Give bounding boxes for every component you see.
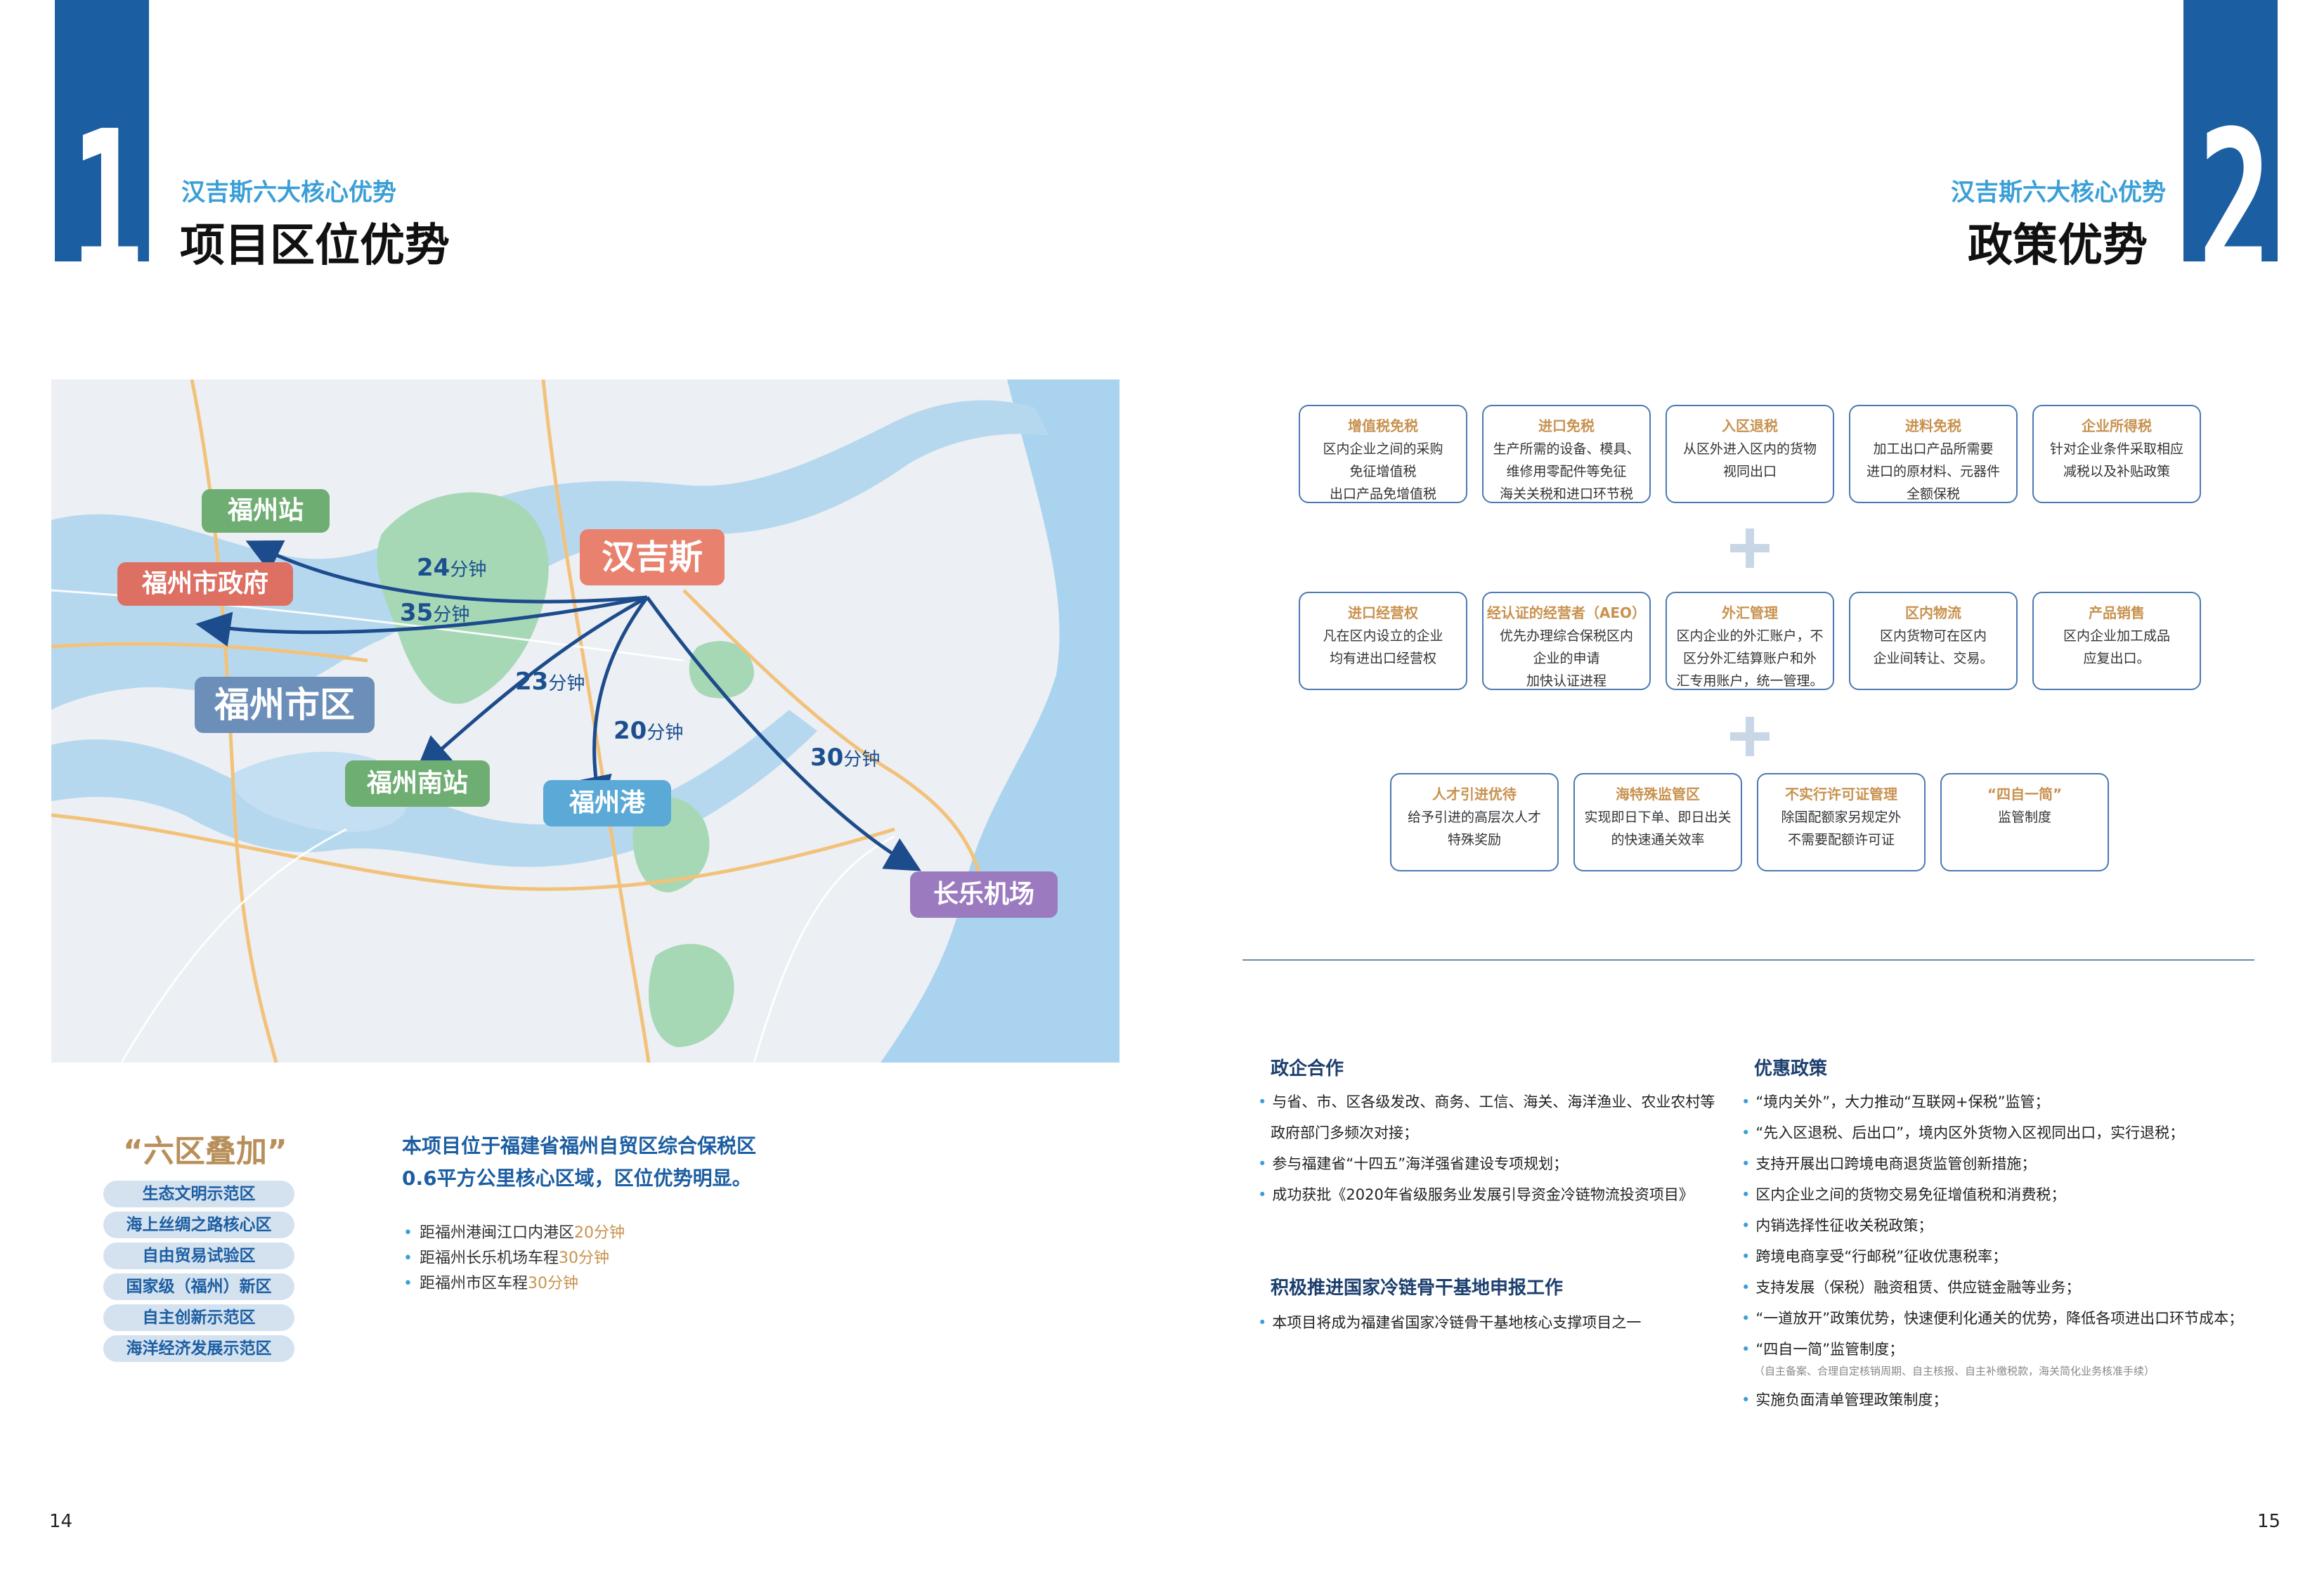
time-label-20: 20分钟 (614, 717, 684, 745)
pref-item: •支持开展出口跨境电商退货监管创新措施； (1741, 1155, 2037, 1172)
cold-chain-title: 积极推进国家冷链骨干基地申报工作 (1271, 1278, 1564, 1299)
distance-bullet: •距福州港闽江口内港区20分钟 (403, 1224, 625, 1242)
zone-item: 国家级（福州）新区 (103, 1273, 294, 1300)
location-map: 汉吉斯 福州站 福州市政府 福州市区 福州南站 福州港 长乐机场 24分钟 35… (51, 379, 1119, 1063)
policy-box-sales: 产品销售 区内企业加工成品应复出口。 (2032, 592, 2201, 690)
label-hanjisi: 汉吉斯 (580, 529, 725, 585)
zone-item: 自主创新示范区 (103, 1304, 294, 1331)
plus-icon (1730, 717, 1770, 756)
section-number-1: 1 (70, 89, 144, 318)
label-south-station: 福州南站 (345, 760, 490, 807)
policy-box-four-self: “四自一简” 监管制度 (1940, 773, 2109, 871)
zone-item: 生态文明示范区 (103, 1181, 294, 1207)
left-title: 项目区位优势 (180, 220, 450, 272)
time-label-23: 23分钟 (515, 668, 585, 696)
label-city: 福州市区 (195, 677, 375, 733)
gov-item: •参与福建省“十四五”海洋强省建设专项规划； (1258, 1155, 1569, 1172)
gov-item: •与省、市、区各级发改、商务、工信、海关、海洋渔业、农业农村等 (1258, 1093, 1715, 1110)
zone-item: 自由贸易试验区 (103, 1242, 294, 1269)
pref-item: •区内企业之间的货物交易免征增值税和消费税； (1741, 1186, 2066, 1203)
pref-item: •“境内关外”，大力推动“互联网+保税”监管； (1741, 1093, 2050, 1110)
policy-box-vat: 增值税免税 区内企业之间的采购免征增值税出口产品免增值税 (1299, 405, 1467, 503)
time-label-35: 35分钟 (400, 599, 470, 627)
six-zones-title: “六区叠加” (123, 1134, 287, 1169)
label-fuzhou-station: 福州站 (202, 489, 330, 533)
time-label-30: 30分钟 (810, 744, 881, 772)
pref-title: 优惠政策 (1754, 1058, 1828, 1079)
page-number-left: 14 (49, 1511, 73, 1532)
location-desc-line2: 0.6平方公里核心区域，区位优势明显。 (402, 1167, 752, 1190)
policy-box-material: 进料免税 加工出口产品所需要进口的原材料、元器件全额保税 (1849, 405, 2018, 503)
pref-item: •“先入区退税、后出口”，境内区外货物入区视同出口，实行退税； (1741, 1124, 2185, 1141)
label-airport: 长乐机场 (910, 871, 1058, 918)
policy-box-aeo: 经认证的经营者（AEO） 优先办理综合保税区内企业的申请加快认证进程 (1482, 592, 1651, 690)
pref-item: •“四自一简”监管制度； (1741, 1341, 1904, 1358)
pref-item: •跨境电商享受“行邮税”征收优惠税率； (1741, 1248, 2008, 1265)
policy-box-import-right: 进口经营权 凡在区内设立的企业均有进出口经营权 (1299, 592, 1467, 690)
section-block-2 (2183, 0, 2278, 261)
gov-title: 政企合作 (1271, 1058, 1344, 1079)
pref-note: （自主备案、合理自定核销周期、自主核报、自主补缴税款，海关简化业务核准手续） (1754, 1365, 2155, 1377)
page-number-right: 15 (2257, 1511, 2281, 1532)
policy-box-import: 进口免税 生产所需的设备、模具、维修用零配件等免征海关关税和进口环节税 (1482, 405, 1651, 503)
cold-chain-item: •本项目将成为福建省国家冷链骨干基地核心支撑项目之一 (1258, 1314, 1642, 1331)
policy-box-customs: 海特殊监管区 实现即日下单、即日出关的快速通关效率 (1573, 773, 1742, 871)
policy-box-logistics: 区内物流 区内货物可在区内企业间转让、交易。 (1849, 592, 2018, 690)
distance-bullet: •距福州长乐机场车程30分钟 (403, 1250, 609, 1267)
right-subtitle: 汉吉斯六大核心优势 (1951, 179, 2166, 207)
gov-item: 政府部门多频次对接； (1271, 1124, 1418, 1141)
right-title: 政策优势 (1968, 220, 2148, 272)
location-desc-line1: 本项目位于福建省福州自贸区综合保税区 (402, 1134, 757, 1157)
pref-item: •“一道放开”政策优势，快速便利化通关的优势，降低各项进出口环节成本； (1741, 1310, 2244, 1327)
policy-box-forex: 外汇管理 区内企业的外汇账户，不区分外汇结算账户和外汇专用账户，统一管理。 (1666, 592, 1834, 690)
policy-box-income-tax: 企业所得税 针对企业条件采取相应减税以及补贴政策 (2032, 405, 2201, 503)
zone-item: 海上丝绸之路核心区 (103, 1212, 294, 1238)
divider-line (1242, 959, 2254, 961)
gov-item: •成功获批《2020年省级服务业发展引导资金冷链物流投资项目》 (1258, 1186, 1694, 1203)
zone-item: 海洋经济发展示范区 (103, 1335, 294, 1362)
label-gov: 福州市政府 (117, 562, 293, 606)
policy-box-license: 不实行许可证管理 除国配额家另规定外不需要配额许可证 (1757, 773, 1926, 871)
section-block-1 (55, 0, 149, 261)
plus-icon (1730, 528, 1770, 568)
section-number-2: 2 (2198, 89, 2272, 318)
policy-box-talent: 人才引进优待 给予引进的高层次人才特殊奖励 (1390, 773, 1559, 871)
pref-item: •支持发展（保税）融资租赁、供应链金融等业务； (1741, 1279, 2081, 1296)
time-label-24: 24分钟 (417, 554, 487, 582)
left-subtitle: 汉吉斯六大核心优势 (181, 179, 396, 207)
pref-item: •内销选择性征收关税政策； (1741, 1217, 1933, 1234)
policy-box-refund: 入区退税 从区外进入区内的货物视同出口 (1666, 405, 1834, 503)
distance-bullet: •距福州市区车程30分钟 (403, 1275, 578, 1292)
pref-item: •实施负面清单管理政策制度； (1741, 1391, 1948, 1408)
label-port: 福州港 (543, 780, 671, 826)
